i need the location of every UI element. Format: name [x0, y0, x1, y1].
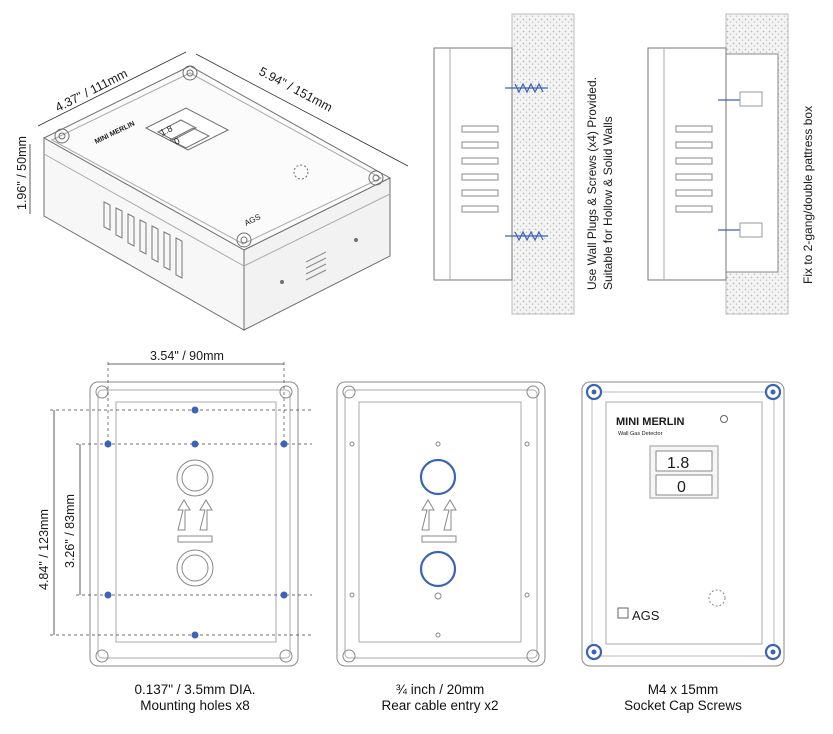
socket-screws-caption: M4 x 15mm Socket Cap Screws — [598, 682, 768, 714]
side-view-wall-plugs — [433, 13, 575, 315]
product-display-top: 1.8 — [667, 455, 689, 472]
socket-screws-caption-line2: Socket Cap Screws — [624, 698, 742, 713]
product-logo: AGS — [632, 608, 660, 623]
iso-length-dimension: 5.94" / 151mm — [257, 64, 335, 114]
front-outer-height-dimension: 4.84" / 123mm — [37, 509, 51, 590]
front-width-dimension: 3.54" / 90mm — [150, 349, 224, 363]
front-view-product — [581, 381, 785, 667]
cable-entry-caption-line1: ¾ inch / 20mm — [395, 682, 485, 697]
cable-entry-caption: ¾ inch / 20mm Rear cable entry x2 — [355, 682, 525, 714]
side-view-pattress — [647, 13, 789, 315]
mounting-holes-caption-line2: Mounting holes x8 — [140, 698, 250, 713]
iso-dimension-lines — [29, 51, 409, 214]
mounting-holes-caption: 0.137" / 3.5mm DIA. Mounting holes x8 — [110, 682, 280, 714]
front-view-cable-entry — [336, 381, 546, 667]
front-inner-height-dimension: 3.26" / 83mm — [63, 494, 77, 568]
iso-display-top: 1.8 — [158, 123, 174, 137]
product-brand-label: MINI MERLIN — [616, 416, 684, 428]
wall-plugs-note-line1: Use Wall Plugs & Screws (x4) Provided. — [585, 77, 599, 290]
front-view-mounting-holes — [50, 362, 312, 667]
cable-entry-caption-line2: Rear cable entry x2 — [381, 698, 499, 713]
pattress-note: Fix to 2-gang/double pattress box — [801, 106, 815, 284]
product-subtitle: Wall Gas Detector — [618, 431, 663, 437]
product-display-bottom: 0 — [677, 479, 686, 496]
socket-screws-caption-line1: M4 x 15mm — [647, 682, 719, 697]
mounting-holes-caption-line1: 0.137" / 3.5mm DIA. — [134, 682, 256, 697]
isometric-enclosure — [42, 65, 392, 331]
wall-plugs-note-line2: Suitable for Hollow & Solid Walls — [601, 116, 615, 290]
iso-display-bottom: 0 — [172, 136, 181, 147]
iso-height-dimension: 1.96" / 50mm — [15, 136, 29, 210]
